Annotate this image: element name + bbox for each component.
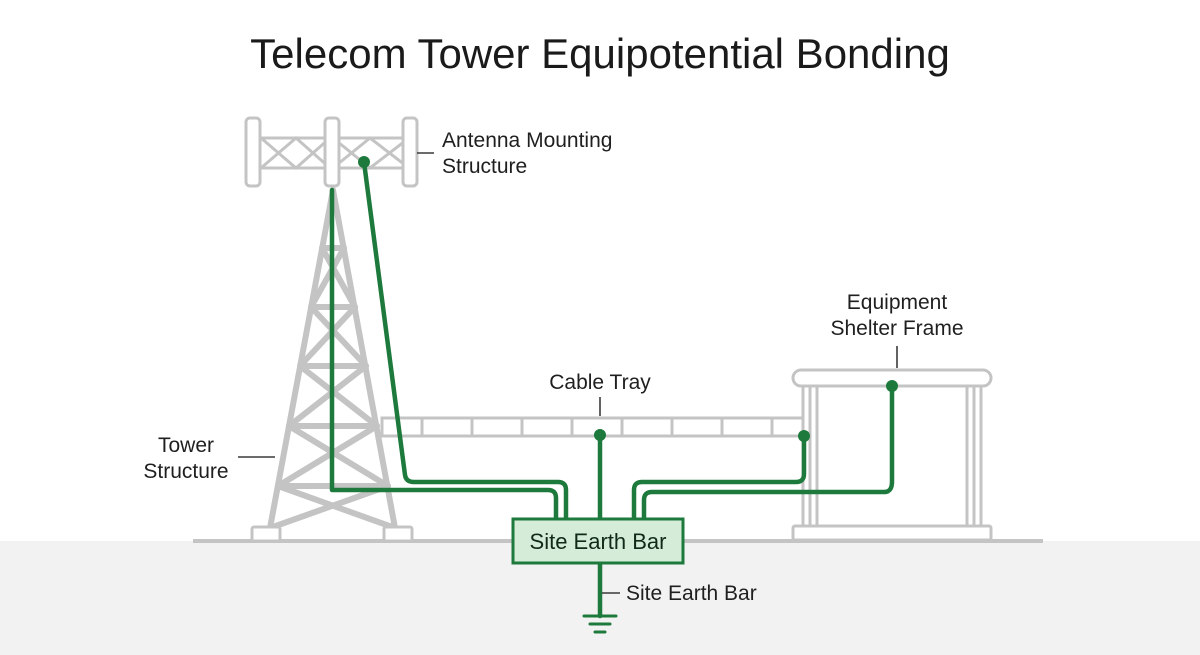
diagram-title: Telecom Tower Equipotential Bonding (250, 30, 950, 77)
antenna-label-line2: Structure (442, 155, 527, 178)
shelter-label-line2: Shelter Frame (830, 317, 963, 340)
site-earth-bar: Site Earth Bar (511, 517, 685, 565)
cable-tray (380, 416, 806, 438)
ground-symbol-icon (582, 614, 618, 634)
antenna-label-line1: Antenna Mounting (442, 129, 612, 152)
bonding-conductors (329, 156, 898, 619)
shelter-label-line1: Equipment (847, 291, 948, 314)
cable-tray-bond-point (594, 429, 606, 441)
cable-tray-end-bonding-conductor (631, 433, 807, 522)
antenna-bond-point (358, 156, 370, 168)
shelter-bonding-conductor (641, 383, 895, 522)
tower-bonding-conductor (329, 187, 559, 522)
tower-label-line1: Tower (158, 434, 214, 457)
shelter-bond-point (886, 380, 898, 392)
tower-label-line2: Structure (143, 460, 228, 483)
antenna-mounting-structure (244, 116, 419, 188)
earth-bar-callout-label: Site Earth Bar (626, 582, 757, 605)
antenna-bonding-conductor (361, 159, 569, 522)
cable-tray-label: Cable Tray (549, 371, 651, 394)
tower-structure (250, 187, 414, 543)
site-earth-bar-label: Site Earth Bar (530, 529, 667, 554)
cable-tray-end-bond-point (798, 430, 810, 442)
